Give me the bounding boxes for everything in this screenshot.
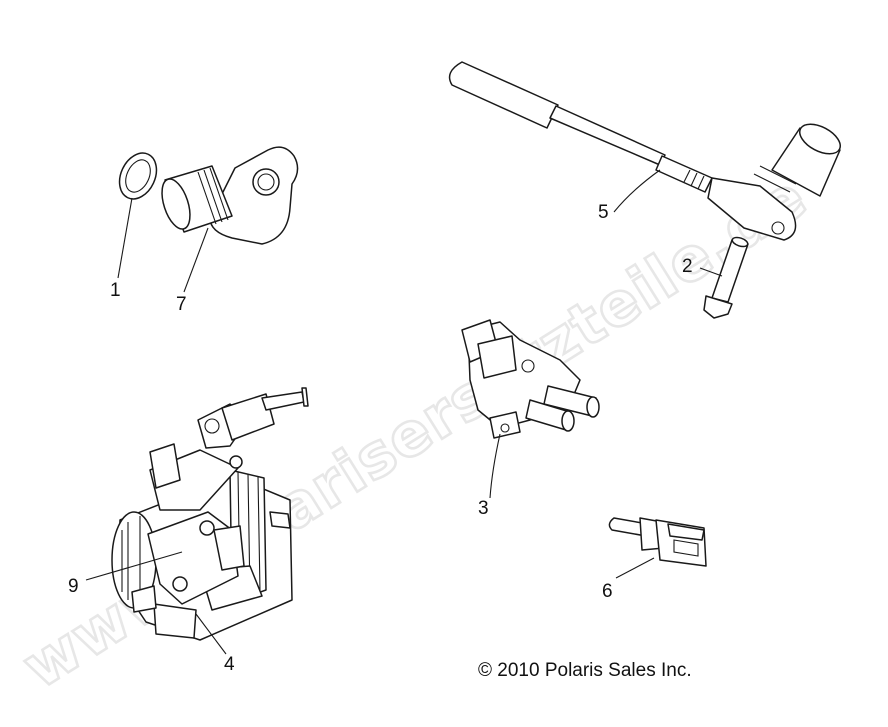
callout-5: 5 [598,202,609,223]
copyright-notice: © 2010 Polaris Sales Inc. [478,660,692,681]
leader-line-2 [699,267,723,277]
flange-bolt-part [703,236,749,319]
cam-position-sensor-part [161,146,299,245]
callout-6: 6 [602,581,613,602]
leader-line-5 [613,169,661,213]
throttle-position-sensor-part [147,511,245,605]
callout-4: 4 [224,654,235,675]
leader-line-6 [615,557,655,579]
idle-air-valve-part [461,319,600,439]
callout-9: 9 [68,576,79,597]
leader-line-7 [183,227,209,293]
leader-line-1 [117,197,133,279]
callout-7: 7 [176,294,187,315]
callout-3: 3 [478,498,489,519]
callout-1: 1 [110,280,121,301]
leader-line-9 [85,551,183,581]
o-ring-part [118,152,158,200]
temperature-sensor-part [608,517,707,567]
throttle-body-part [111,387,309,641]
leader-line-4 [195,613,227,655]
watermark: www.polarisersatzteile.de [11,162,819,703]
callout-2: 2 [682,256,693,277]
leader-line-3 [489,433,501,499]
speed-sensor-cable-part [448,61,841,241]
